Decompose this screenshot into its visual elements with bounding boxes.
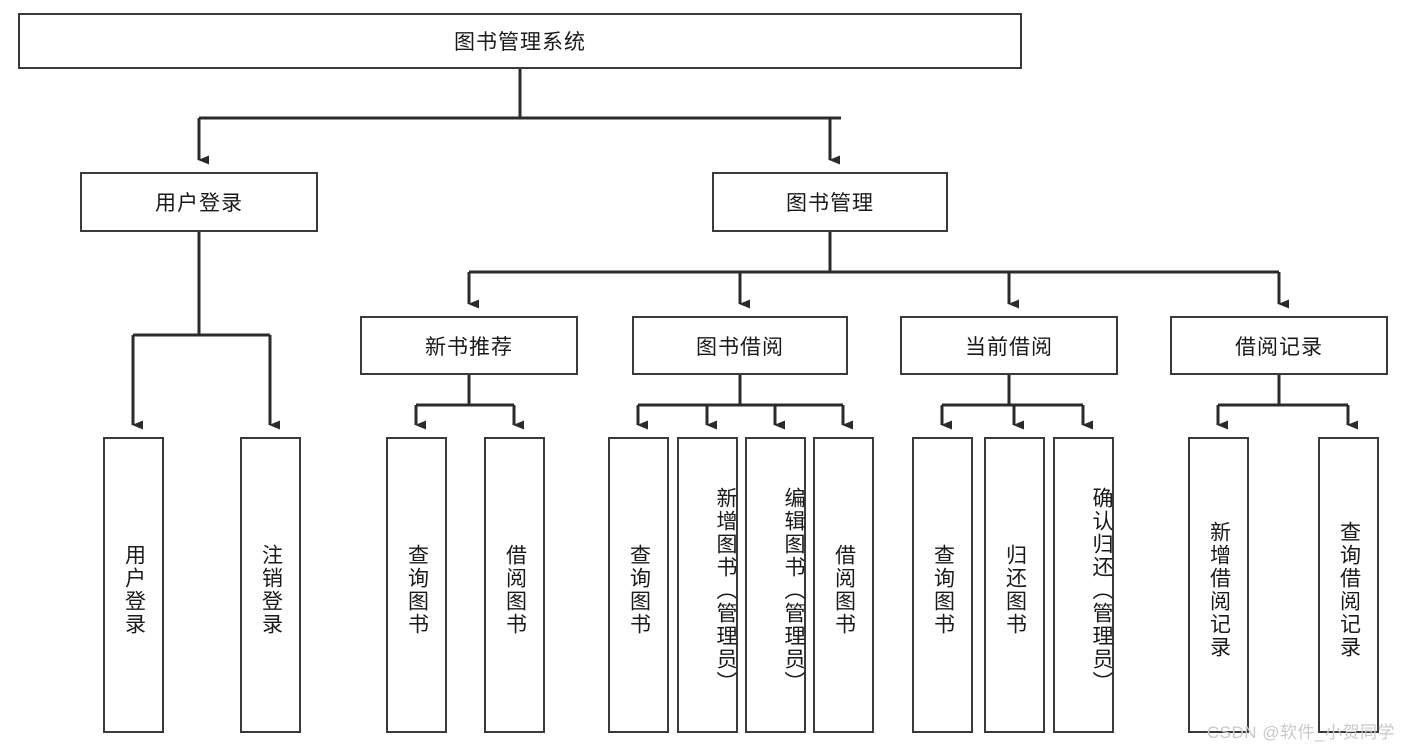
leaf-logout[interactable]: 注销登录 bbox=[240, 437, 301, 733]
node-user-login[interactable]: 用户登录 bbox=[80, 172, 318, 232]
node-borrow-record[interactable]: 借阅记录 bbox=[1170, 316, 1388, 375]
leaf-add-book-admin[interactable]: 新增图书（管理员） bbox=[677, 437, 738, 733]
watermark: CSDN @软件_小贺同学 bbox=[1206, 723, 1395, 742]
node-book-management[interactable]: 图书管理 bbox=[712, 172, 948, 232]
leaf-confirm-return-admin[interactable]: 确认归还（管理员） bbox=[1053, 437, 1114, 733]
leaf-add-borrow-record[interactable]: 新增借阅记录 bbox=[1188, 437, 1249, 733]
leaf-query-book-borrow[interactable]: 查询图书 bbox=[608, 437, 669, 733]
leaf-edit-book-admin[interactable]: 编辑图书（管理员） bbox=[745, 437, 806, 733]
leaf-query-borrow-record[interactable]: 查询借阅记录 bbox=[1318, 437, 1379, 733]
leaf-borrow-book-recommend[interactable]: 借阅图书 bbox=[484, 437, 545, 733]
leaf-query-book-current[interactable]: 查询图书 bbox=[912, 437, 973, 733]
leaf-user-login[interactable]: 用户登录 bbox=[103, 437, 164, 733]
node-root[interactable]: 图书管理系统 bbox=[18, 13, 1022, 69]
leaf-query-book-recommend[interactable]: 查询图书 bbox=[386, 437, 447, 733]
leaf-return-book[interactable]: 归还图书 bbox=[984, 437, 1045, 733]
node-new-book-recommend[interactable]: 新书推荐 bbox=[360, 316, 578, 375]
leaf-borrow-book[interactable]: 借阅图书 bbox=[813, 437, 874, 733]
node-book-borrow[interactable]: 图书借阅 bbox=[632, 316, 848, 375]
node-current-borrow[interactable]: 当前借阅 bbox=[900, 316, 1118, 375]
